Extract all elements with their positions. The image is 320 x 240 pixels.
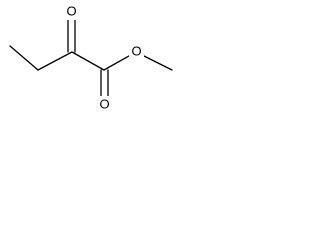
ester-carbonyl-oxygen-label: O — [99, 97, 109, 112]
bond-methylene-ketone-carbon — [37, 51, 73, 71]
ketone-oxygen-label: O — [66, 4, 76, 19]
ether-oxygen-mask — [129, 43, 144, 59]
ester-carbonyl-oxygen-mask — [97, 96, 112, 112]
ether-oxygen-label: O — [131, 44, 141, 59]
ketone-oxygen-mask — [64, 4, 79, 20]
skeletal-formula: O O O — [9, 4, 173, 112]
bond-methyl-methylene — [9, 45, 39, 71]
bond-ketone-ester-carbon — [71, 51, 105, 71]
